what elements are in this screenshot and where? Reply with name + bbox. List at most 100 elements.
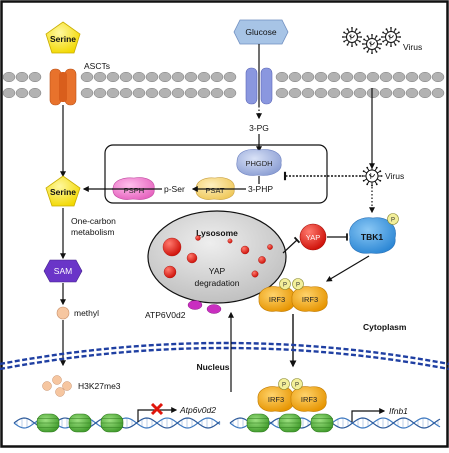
methyl-group: [56, 306, 70, 320]
nuclear-membrane-outer: [0, 341, 449, 366]
virus-mid-label: Virus: [385, 171, 404, 181]
serine-top-label: Serine: [50, 34, 76, 44]
atp6v0d2-protein-left: [187, 300, 203, 310]
cytoplasm-label: Cytoplasm: [363, 322, 407, 332]
nucleosome: [100, 413, 124, 433]
membrane-lipid: [210, 87, 224, 99]
yap-label: YAP: [306, 233, 320, 242]
membrane-lipid: [184, 71, 198, 83]
membrane-lipid: [28, 71, 42, 83]
atp6v0d2-gene-label: Atp6v0d2: [179, 405, 216, 415]
membrane-lipid: [145, 71, 159, 83]
membrane-lipid: [431, 71, 445, 83]
membrane-lipid: [210, 71, 224, 83]
glucose-transporter: [245, 67, 273, 105]
tbk1-to-irf3-arrow: [325, 255, 370, 282]
membrane-lipid: [132, 87, 146, 99]
serine-intracellular: Serine: [45, 175, 81, 207]
nucleus-label: Nucleus: [196, 362, 229, 372]
nuclear-membrane-inner: [0, 346, 449, 371]
yap-dot: [251, 270, 259, 278]
yap-dot: [195, 235, 201, 241]
lysosome: Lysosome YAP degradation: [147, 210, 287, 304]
membrane-lipid: [327, 71, 341, 83]
virus-icon: [381, 27, 401, 47]
yap-dot: [163, 265, 177, 279]
lysosome-label: Lysosome: [196, 228, 238, 238]
lysosome-inhibits-yap: [282, 236, 301, 254]
membrane-lipid: [301, 87, 315, 99]
membrane-lipid: [314, 71, 328, 83]
atp6v0d2-protein-right: [206, 304, 222, 314]
phospho-label: P: [295, 383, 299, 389]
membrane-lipid: [353, 71, 367, 83]
membrane-lipid: [184, 87, 198, 99]
membrane-lipid: [106, 71, 120, 83]
membrane-lipid: [366, 71, 380, 83]
membrane-lipid: [327, 87, 341, 99]
one-carbon-label-2: metabolism: [71, 227, 114, 237]
virus-top-label: Virus: [403, 42, 422, 52]
yap-dot: [186, 252, 198, 264]
glucose-label: Glucose: [245, 27, 276, 37]
membrane-lipid: [431, 87, 445, 99]
membrane-lipid: [275, 87, 289, 99]
transcription-arrow-icon: [137, 407, 178, 422]
irf3-a-label: IRF3: [269, 295, 285, 304]
membrane-lipid: [418, 87, 432, 99]
yap-degradation-label-1: YAP: [209, 266, 226, 276]
phospho-label: P: [283, 283, 287, 289]
yap-dot: [258, 256, 266, 264]
membrane-lipid: [405, 71, 419, 83]
plasma-membrane: [2, 71, 445, 99]
membrane-lipid: [366, 87, 380, 99]
phgdh-label: PHGDH: [245, 159, 272, 168]
phospho-label: P: [282, 383, 286, 389]
nucleosome: [246, 413, 270, 433]
membrane-lipid: [340, 87, 354, 99]
membrane-lipid: [418, 71, 432, 83]
phospho-label: P: [296, 283, 300, 289]
serine-synthesis-box: [104, 144, 328, 204]
ifnb1-gene-label: Ifnb1: [389, 406, 408, 416]
membrane-lipid: [288, 87, 302, 99]
tbk1-label: TBK1: [361, 232, 383, 242]
membrane-lipid: [106, 87, 120, 99]
membrane-lipid: [93, 87, 107, 99]
irf3-d-label: IRF3: [301, 395, 317, 404]
yap-protein: YAP: [299, 223, 327, 251]
serine-extracellular: Serine: [45, 21, 81, 54]
membrane-lipid: [392, 87, 406, 99]
methyl-label: methyl: [74, 308, 99, 318]
virus-icon: [342, 27, 362, 47]
chromatin-ifnb1: [229, 413, 441, 433]
membrane-lipid: [80, 87, 94, 99]
atp6v0d2-protein-label: ATP6V0d2: [145, 310, 186, 320]
irf3-c-label: IRF3: [268, 395, 284, 404]
yap-dot: [162, 237, 182, 257]
chromatin-atp6v0d2: [13, 413, 221, 433]
membrane-lipid: [80, 71, 94, 83]
serine-mid-label: Serine: [50, 187, 76, 197]
membrane-lipid: [197, 71, 211, 83]
yap-dot: [267, 244, 273, 250]
sam-label: SAM: [54, 266, 72, 276]
membrane-lipid: [158, 71, 172, 83]
ascts-transporter: [49, 68, 77, 106]
membrane-lipid: [171, 87, 185, 99]
membrane-lipid: [119, 87, 133, 99]
irf3-dimer-cytoplasm: IRF3 IRF3 P P: [258, 278, 328, 312]
psph-label: PSPH: [124, 186, 144, 195]
nucleosome: [36, 413, 60, 433]
phospho-label: P: [391, 218, 395, 224]
irf3-b-label: IRF3: [302, 295, 318, 304]
membrane-lipid: [2, 71, 16, 83]
glucose-box: Glucose: [233, 19, 289, 45]
membrane-lipid: [15, 71, 29, 83]
membrane-lipid: [132, 71, 146, 83]
membrane-lipid: [2, 87, 16, 99]
h3k27me3-label: H3K27me3: [78, 381, 121, 391]
membrane-lipid: [15, 87, 29, 99]
membrane-lipid: [275, 71, 289, 83]
